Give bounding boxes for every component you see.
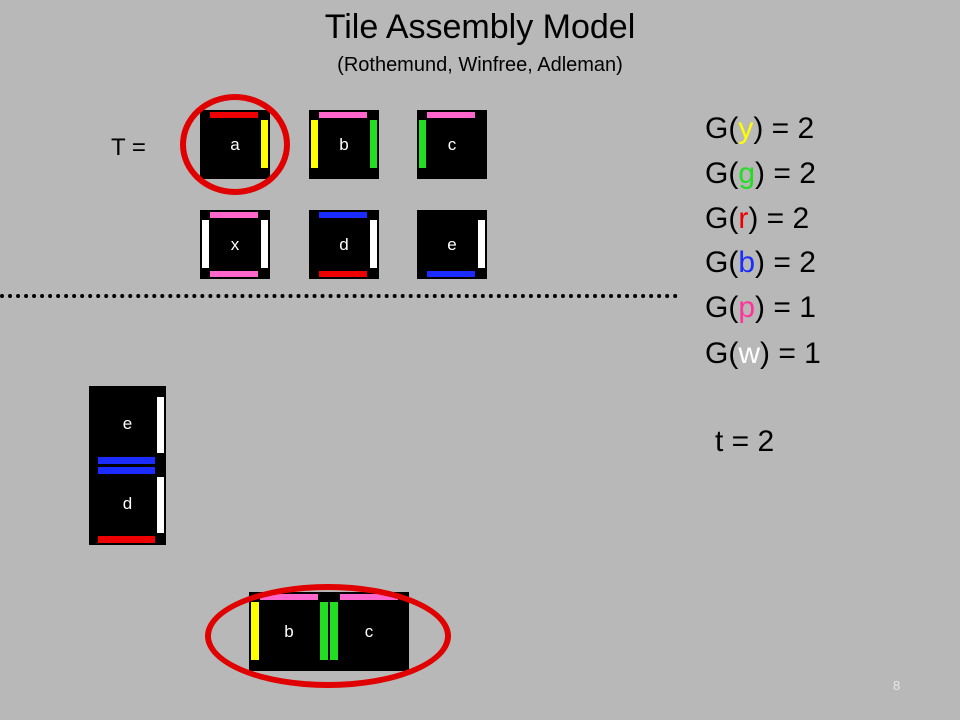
assembly-e-south-glue-blue: [98, 457, 155, 464]
tile-d-label: d: [339, 234, 349, 254]
glue-strength-w: G(w) = 1: [705, 337, 821, 370]
assembly-bc-highlight-ring: [205, 584, 451, 688]
tile-x-north-glue-pink: [210, 212, 258, 218]
tile-e-east-glue-white: [478, 220, 485, 268]
tile-x-south-glue-pink: [210, 271, 258, 277]
tile-d: d: [309, 210, 379, 279]
slide-subtitle: (Rothemund, Winfree, Adleman): [337, 54, 623, 76]
assembly-tile-d-label: d: [122, 494, 133, 513]
assembly-d-east-glue-white: [157, 477, 164, 533]
glue-name-g: g: [738, 157, 756, 190]
tile-x-east-glue-white: [261, 220, 268, 268]
tile-c-north-glue-pink: [427, 112, 475, 118]
assembly-tile-e-label: e: [122, 414, 133, 433]
section-divider: [0, 294, 678, 298]
tile-x: x: [200, 210, 270, 279]
glue-name-p: p: [738, 291, 756, 324]
assembly-d-north-glue-blue: [98, 467, 155, 474]
glue-strength-r: G(r) = 2: [705, 202, 810, 235]
tile-c: c: [417, 110, 487, 179]
tile-e-label: e: [447, 234, 457, 254]
temperature: t = 2: [715, 425, 775, 458]
tile-d-east-glue-white: [370, 220, 377, 268]
glue-strength-g: G(g) = 2: [705, 157, 816, 190]
glue-strength-p: G(p) = 1: [705, 291, 816, 324]
tile-x-west-glue-white: [202, 220, 209, 268]
assembly-d-south-glue-red: [98, 536, 155, 543]
tileset-label: T =: [111, 134, 146, 161]
tile-b-label: b: [339, 134, 349, 154]
slide-title: Tile Assembly Model: [324, 8, 636, 46]
tile-b: b: [309, 110, 379, 179]
glue-name-y: y: [738, 112, 754, 145]
glue-strength-b: G(b) = 2: [705, 246, 816, 279]
assembly-tile-d: d: [89, 466, 166, 545]
tile-e: e: [417, 210, 487, 279]
glue-name-b: b: [738, 246, 756, 279]
tile-b-north-glue-pink: [319, 112, 367, 118]
tile-d-north-glue-blue: [319, 212, 367, 218]
page-number: 8: [893, 678, 901, 693]
tile-a-highlight-ring: [180, 94, 290, 195]
tile-c-west-glue-green: [419, 120, 426, 168]
glue-name-r: r: [738, 202, 749, 235]
assembly-e-east-glue-white: [157, 397, 164, 453]
tile-x-label: x: [230, 234, 240, 254]
tile-b-east-glue-green: [370, 120, 377, 168]
tile-e-south-glue-blue: [427, 271, 475, 277]
glue-name-w: w: [738, 337, 760, 370]
tile-b-west-glue-yellow: [311, 120, 318, 168]
glue-strength-y: G(y) = 2: [705, 112, 815, 145]
tile-d-south-glue-red: [319, 271, 367, 277]
tile-c-label: c: [447, 134, 457, 154]
assembly-tile-e: e: [89, 386, 166, 466]
